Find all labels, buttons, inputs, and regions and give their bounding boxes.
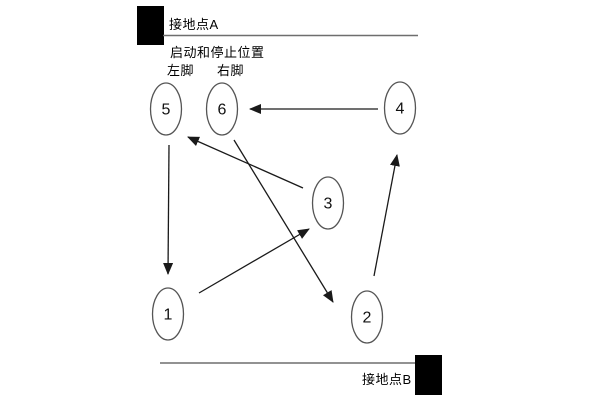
node-5-ellipse — [149, 82, 183, 136]
ground-block-b — [415, 355, 442, 395]
node-6: 6 — [205, 82, 239, 136]
ground-label-a: 接地点A — [169, 17, 219, 32]
node-2-label: 2 — [363, 310, 372, 327]
arrow-3-to-5 — [187, 136, 304, 189]
arrow-1-to-3 — [198, 228, 310, 294]
node-4: 4 — [383, 81, 417, 135]
node-1-ellipse — [151, 287, 185, 341]
left-foot-label: 左脚 — [167, 63, 194, 78]
node-5: 5 — [149, 82, 183, 136]
node-4-label: 4 — [396, 101, 405, 118]
start-stop-label: 启动和停止位置 — [170, 45, 265, 60]
node-6-ellipse — [205, 82, 239, 136]
arrow-6-to-2 — [233, 139, 334, 303]
node-3: 3 — [311, 176, 345, 230]
node-5-label: 5 — [162, 102, 171, 119]
ground-label-b: 接地点B — [362, 372, 412, 387]
node-3-label: 3 — [324, 196, 333, 213]
node-1: 1 — [151, 287, 185, 341]
node-4-ellipse — [383, 81, 417, 135]
node-2: 2 — [350, 290, 384, 344]
node-3-ellipse — [311, 176, 345, 230]
node-6-label: 6 — [218, 102, 227, 119]
right-foot-label: 右脚 — [217, 63, 244, 78]
arrow-5-to-1 — [163, 144, 174, 275]
node-2-ellipse — [350, 290, 384, 344]
ground-block-a — [137, 6, 164, 45]
arrow-2-to-4 — [373, 154, 400, 277]
node-1-label: 1 — [164, 307, 173, 324]
